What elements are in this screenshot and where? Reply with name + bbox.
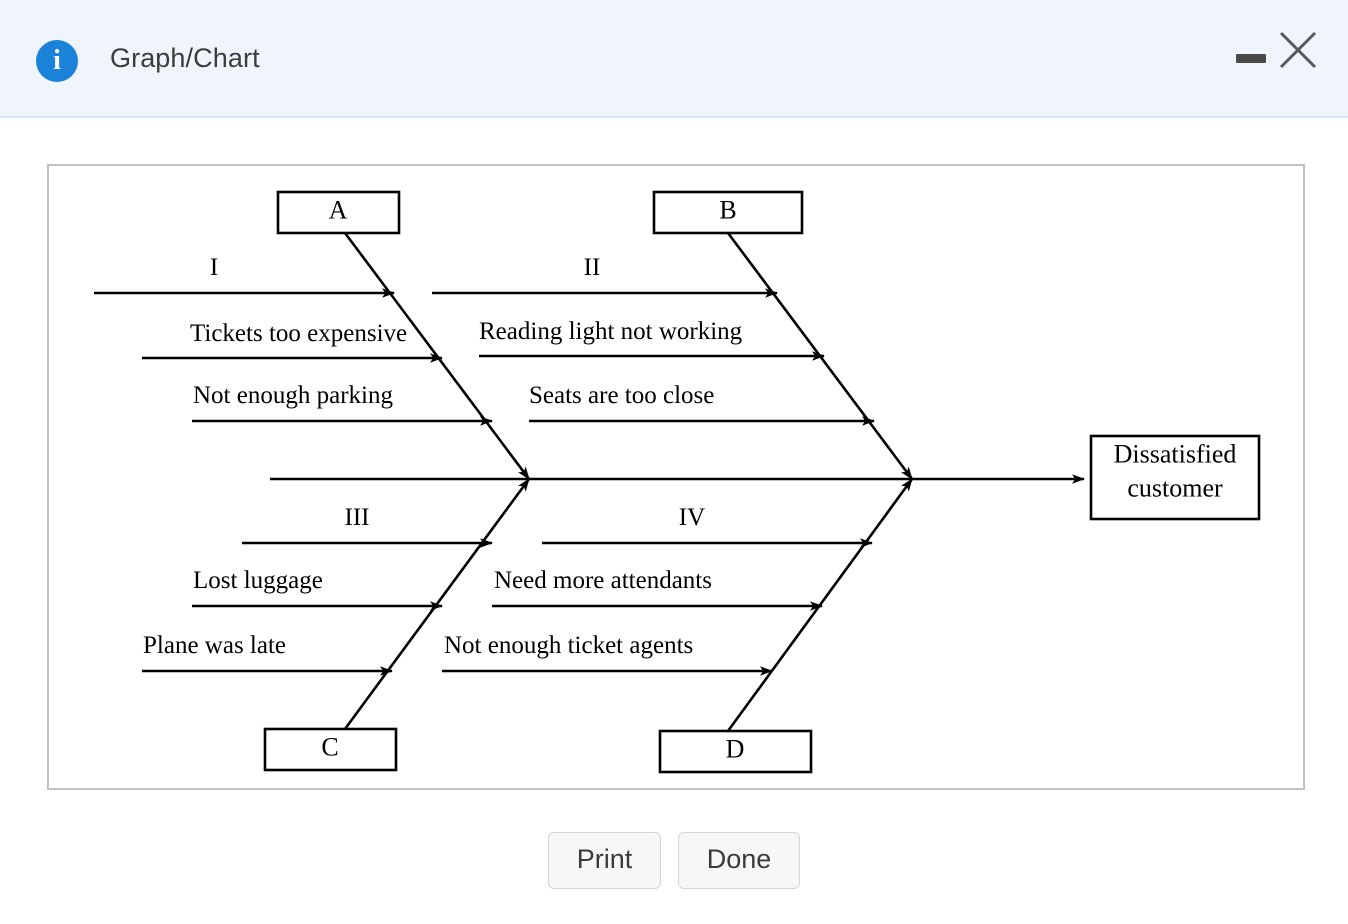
diagram-panel: Dissatisfied customer A I Tickets too ex… [47, 164, 1305, 790]
category-a-box [276, 190, 401, 235]
cause-a-2-label: Tickets too expensive [190, 320, 407, 347]
cause-a-1-label: I [210, 254, 218, 281]
category-c-box [263, 727, 398, 772]
category-c-label: C [321, 732, 338, 761]
window-titlebar: i Graph/Chart [0, 0, 1348, 118]
cause-d-2-label: Need more attendants [494, 567, 712, 594]
done-button[interactable]: Done [677, 832, 801, 889]
effect-box: Dissatisfied customer [1089, 434, 1261, 521]
category-a-label: A [329, 195, 348, 224]
dialog-footer: Print Done [0, 832, 1348, 889]
category-c-rib [343, 478, 531, 730]
effect-label-line1: Dissatisfied [1114, 439, 1237, 468]
fishbone-diagram: Dissatisfied customer A I Tickets too ex… [94, 190, 1261, 774]
page-title: Graph/Chart [110, 43, 260, 73]
info-icon: i [36, 40, 78, 82]
effect-label-line2: customer [1127, 473, 1223, 502]
close-icon [1279, 31, 1317, 69]
close-button[interactable] [1276, 28, 1320, 72]
category-d-box [658, 729, 813, 774]
category-b-group: B II Reading light not working Seats are… [432, 190, 914, 480]
cause-d-3-label: Not enough ticket agents [444, 632, 693, 659]
cause-c-3-label: Plane was late [143, 632, 286, 659]
cause-b-1-label: II [584, 254, 601, 281]
minimize-button[interactable] [1236, 46, 1266, 70]
category-b-box [652, 190, 804, 235]
category-a-group: A I Tickets too expensive Not enough par… [94, 190, 531, 480]
category-b-label: B [719, 195, 736, 224]
category-c-group: C III Lost luggage Plane was late [142, 478, 531, 772]
category-d-label: D [726, 734, 745, 763]
cause-d-1-label: IV [679, 504, 705, 531]
cause-b-3-label: Seats are too close [529, 382, 714, 409]
category-d-group: D IV Need more attendants Not enough tic… [442, 478, 914, 774]
cause-b-2-label: Reading light not working [479, 318, 743, 345]
cause-a-3-label: Not enough parking [193, 382, 393, 409]
minimize-icon [1236, 54, 1266, 63]
print-button[interactable]: Print [547, 832, 662, 889]
effect-box-rect [1089, 434, 1261, 521]
cause-c-1-label: III [345, 504, 370, 531]
cause-c-2-label: Lost luggage [193, 567, 323, 594]
